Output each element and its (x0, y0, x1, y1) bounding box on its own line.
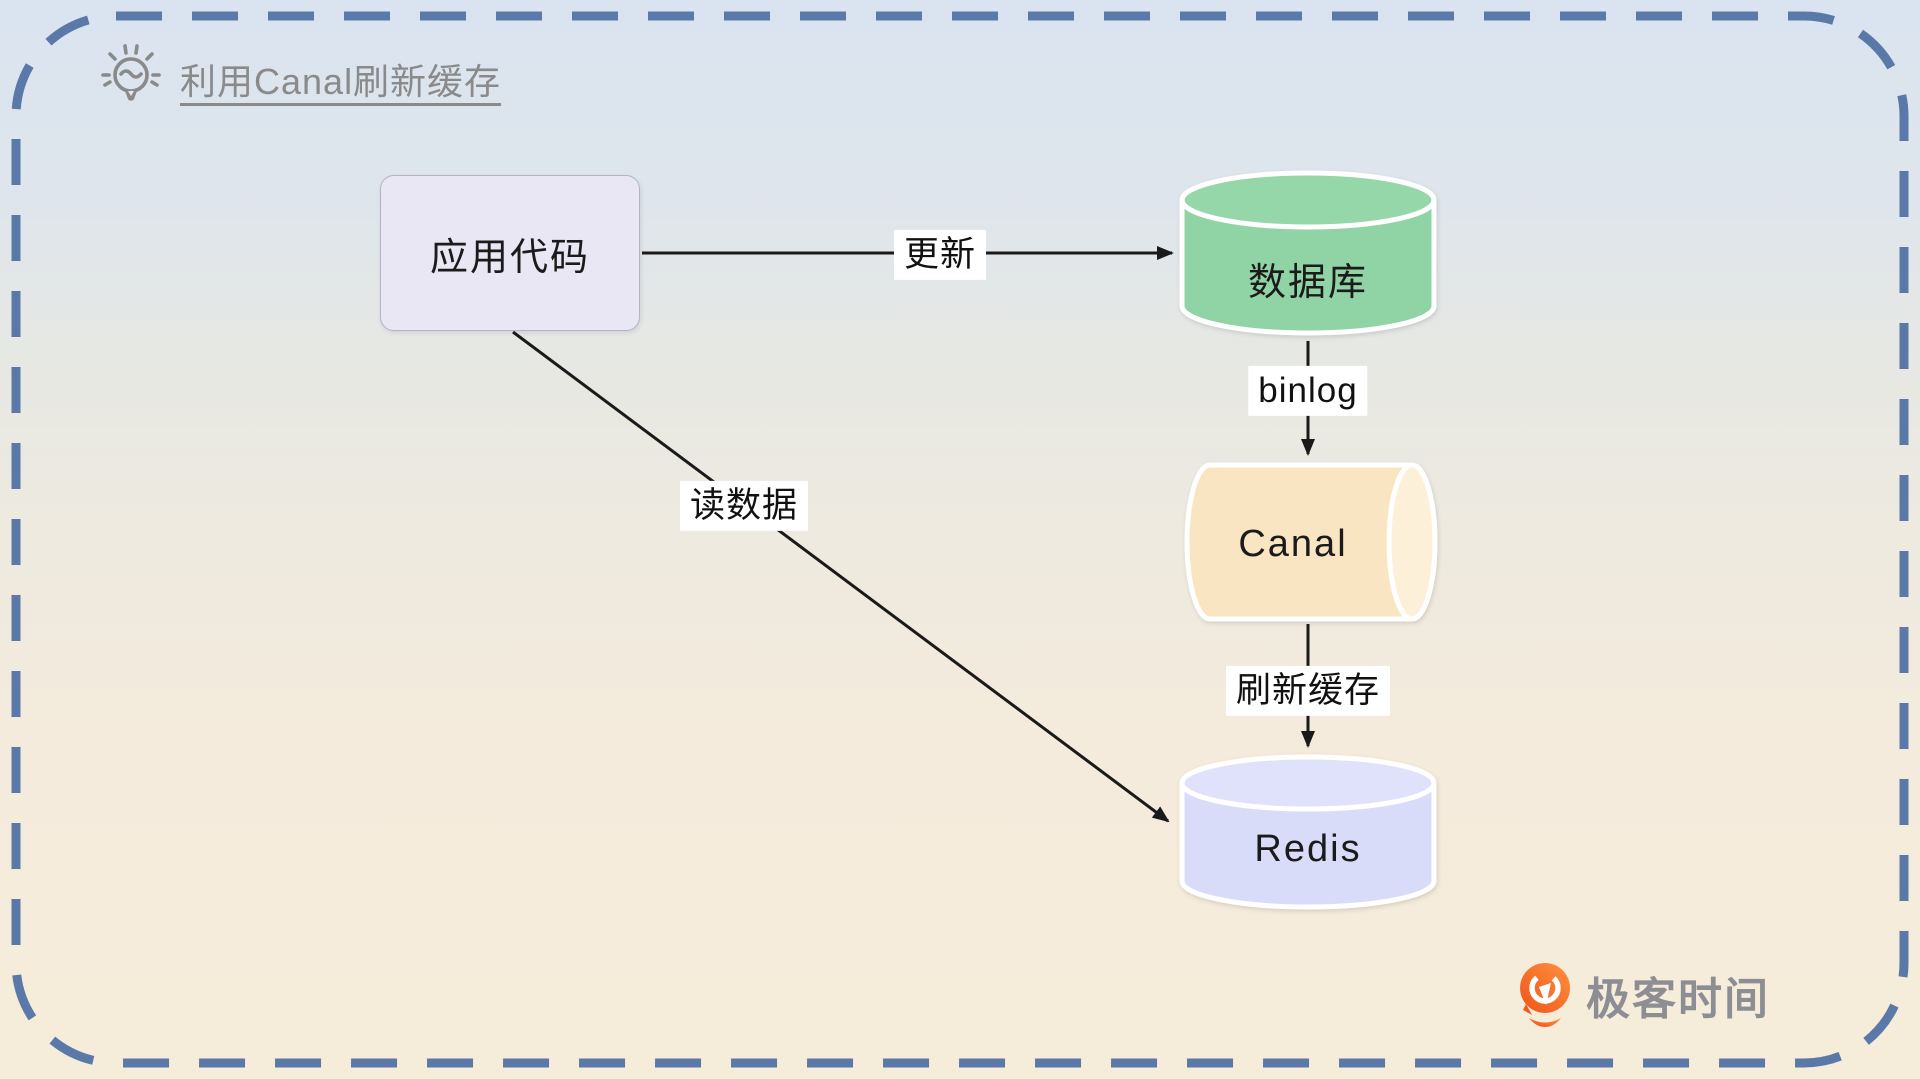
node-canal-label: Canal (1238, 523, 1348, 565)
node-redis: Redis (1178, 752, 1438, 912)
edge-label-refresh-cache: 刷新缓存 (1225, 665, 1391, 717)
geektime-logo-icon (1518, 961, 1572, 1029)
header: 利用Canal刷新缓存 (100, 42, 501, 116)
node-canal: Canal (1180, 462, 1438, 622)
edge-label-read-data: 读数据 (679, 480, 809, 532)
node-redis-label: Redis (1254, 828, 1362, 870)
edge-label-update: 更新 (893, 229, 987, 281)
node-database-label: 数据库 (1247, 262, 1368, 304)
node-app-code: 应用代码 (380, 175, 640, 331)
brand-logo-text: 极客时间 (1586, 975, 1770, 1024)
redis-cylinder-shape (1179, 754, 1437, 910)
arrow-read-data (512, 330, 1170, 823)
page-title: 利用Canal刷新缓存 (180, 61, 502, 102)
lightbulb-icon (100, 42, 162, 116)
edge-label-binlog: binlog (1248, 365, 1368, 417)
database-cylinder-shape (1179, 170, 1437, 336)
brand-logo: 极客时间 (1518, 961, 1770, 1029)
node-app-code-label: 应用代码 (429, 236, 590, 279)
canal-cylinder-shape (1184, 462, 1438, 622)
node-database: 数据库 (1178, 167, 1438, 339)
